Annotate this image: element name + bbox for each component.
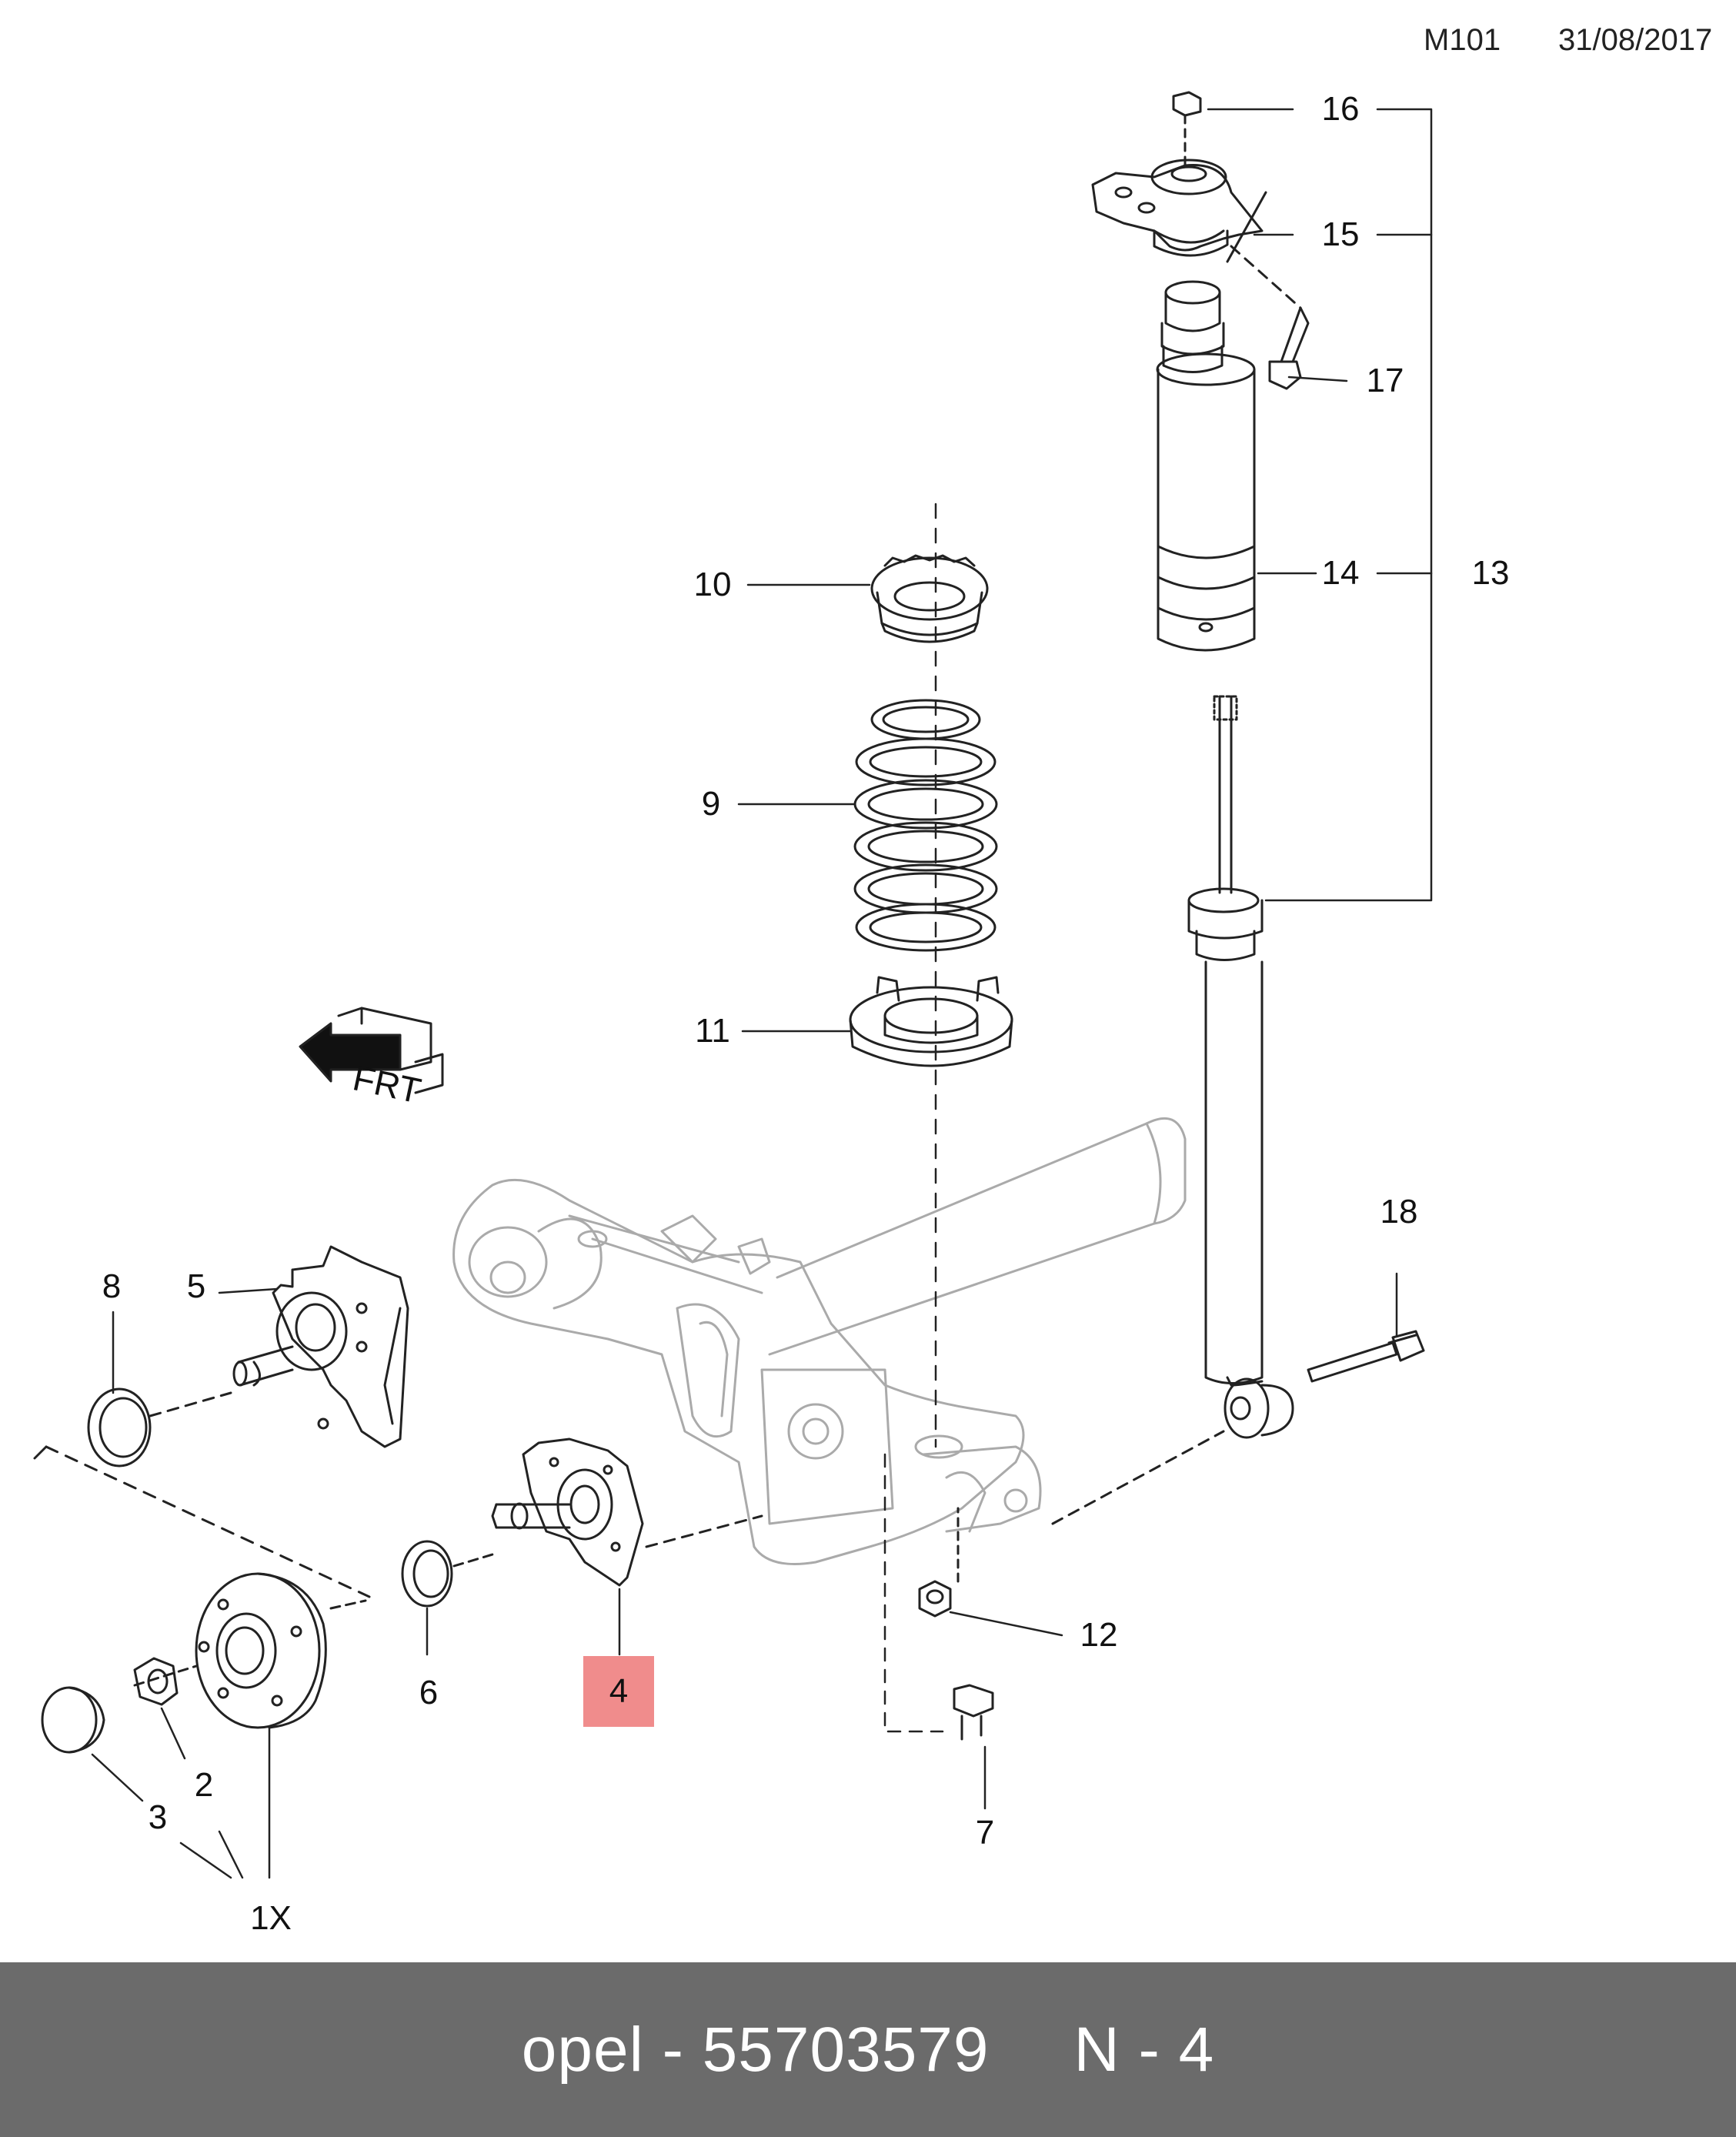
callout-5: 5 [186, 1267, 206, 1305]
callout-2: 2 [194, 1766, 214, 1804]
seal-ring-8 [87, 1387, 232, 1468]
hub-assembly [33, 1445, 371, 1729]
wheel-carrier-5 [232, 1245, 409, 1448]
callout-4-highlighted: 4 [583, 1656, 654, 1727]
suspension-exploded-diagram: FRT [33, 91, 1433, 1879]
callout-11: 11 [695, 1012, 730, 1050]
callout-10: 10 [693, 566, 732, 603]
callout-14: 14 [1321, 554, 1360, 592]
callout-6: 6 [419, 1674, 439, 1711]
bracket-line-7 [883, 1453, 944, 1733]
part-number-footer: opel - 55703579 N - 4 [0, 1962, 1736, 2137]
nut-12 [918, 1507, 960, 1618]
callout-1x: 1X [250, 1899, 292, 1937]
spindle-part-4 [491, 1437, 763, 1587]
callout-16: 16 [1321, 90, 1360, 128]
bolt-17 [1268, 306, 1310, 390]
lower-spring-seat [849, 976, 1013, 1067]
bolt-7 [953, 1684, 994, 1741]
hub-nut-2 [133, 1657, 179, 1706]
callout-17: 17 [1366, 362, 1404, 399]
callout-13: 13 [1471, 554, 1510, 592]
dust-cap-3 [41, 1686, 105, 1754]
front-direction-arrow: FRT [299, 1007, 444, 1111]
diagram-date: 31/08/2017 [1558, 23, 1713, 57]
callout-18: 18 [1380, 1193, 1418, 1230]
callout-9: 9 [701, 785, 721, 823]
diagram-code: M101 [1424, 23, 1501, 57]
seal-ring-6 [401, 1540, 494, 1608]
rear-axle-beam [452, 1117, 1187, 1565]
callout-15: 15 [1321, 215, 1360, 253]
callout-3: 3 [148, 1798, 168, 1836]
bolt-18 [1307, 1330, 1425, 1383]
callout-12: 12 [1080, 1616, 1118, 1654]
footer-position: N - 4 [1073, 2014, 1215, 2085]
leader-lines [91, 108, 1433, 1879]
footer-part-number: opel - 55703579 [521, 2014, 990, 2085]
coil-spring [853, 699, 998, 952]
strut-top-mount [1051, 91, 1302, 1525]
callout-8: 8 [102, 1267, 122, 1305]
upper-spring-seat [870, 554, 989, 643]
callout-7: 7 [975, 1814, 995, 1852]
